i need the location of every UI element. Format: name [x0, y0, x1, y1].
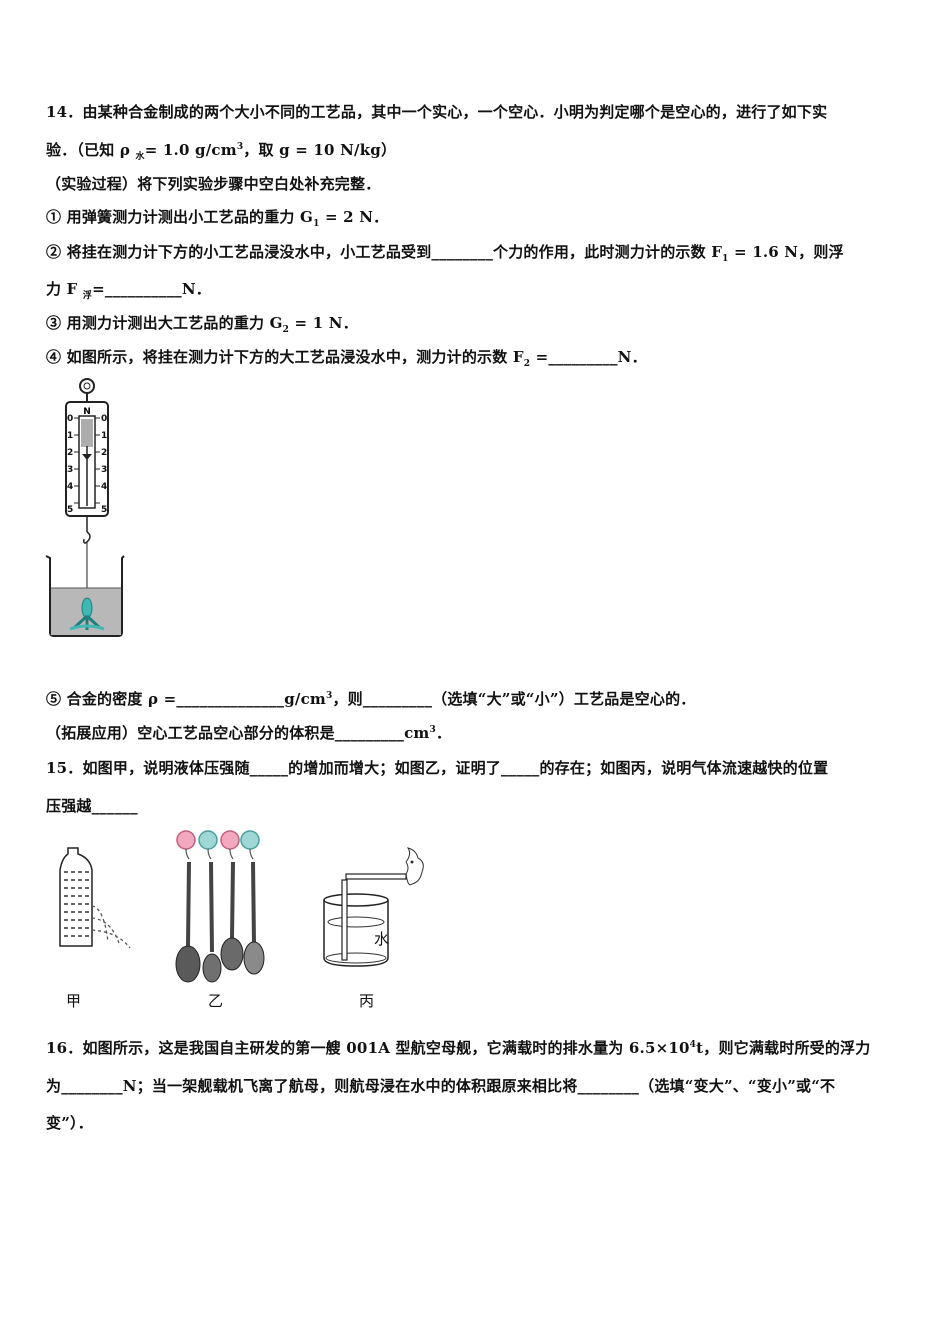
water-label: 水	[374, 930, 390, 948]
q16-line-3: 变”）．	[46, 1114, 93, 1132]
q14-line-3: （实验过程）将下列实验步骤中空白处补充完整．	[46, 175, 381, 193]
scale-tick-right-3: 3	[101, 465, 107, 475]
scale-tick-right-1: 1	[101, 431, 107, 441]
spring-scale-figure: N 0 1 2 3 4 5 0 1 2 3 4 5	[45, 378, 125, 637]
q16-line-2: 为________N；当一架舰载机飞离了航母，则航母浸在水中的体积跟原来相比将_…	[46, 1077, 836, 1095]
q14-step-2: ② 将挂在测力计下方的小工艺品浸没水中，小工艺品受到________个力的作用，…	[46, 243, 844, 264]
caption-jia: 甲	[66, 992, 82, 1010]
q14-step-3: ③ 用测力计测出大工艺品的重力 G2 = 1 N．	[46, 314, 358, 335]
q14-step-1: ① 用弹簧测力计测出小工艺品的重力 G1 = 2 N．	[46, 208, 389, 229]
q15-line-1: 15．如图甲，说明液体压强随_____的增加而增大；如图乙，证明了_____的存…	[46, 759, 829, 777]
scale-tick-left-1: 1	[67, 431, 73, 441]
q14-line-1: 14．由某种合金制成的两个大小不同的工艺品，其中一个实心，一个空心．小明为判定哪…	[46, 103, 828, 121]
q14-extension: （拓展应用）空心工艺品空心部分的体积是_________cm3．	[46, 724, 452, 742]
q14-step-4: ④ 如图所示，将挂在测力计下方的大工艺品浸没水中，测力计的示数 F2 =____…	[46, 348, 647, 369]
scale-tick-right-2: 2	[101, 448, 107, 458]
scale-unit-label: N	[83, 407, 91, 417]
scale-tick-left-3: 3	[67, 465, 73, 475]
q16-line-1: 16．如图所示，这是我国自主研发的第一艘 001A 型航空母舰，它满载时的排水量…	[46, 1039, 871, 1057]
scale-tick-left-0: 0	[67, 414, 73, 424]
q14-step-2-cont: 力 F 浮=__________N．	[46, 280, 211, 301]
q14-line-2: 验．（已知 ρ 水= 1.0 g/cm3，取 g = 10 N/kg）	[46, 141, 397, 162]
q14-step-5: ⑤ 合金的密度 ρ =______________g/cm3，则________…	[46, 690, 696, 708]
suction-hooks-figure	[175, 830, 265, 983]
scale-tick-right-0: 0	[101, 414, 107, 424]
caption-bing: 丙	[359, 992, 375, 1010]
scale-tick-left-5: 5	[67, 505, 73, 515]
caption-yi: 乙	[208, 992, 224, 1010]
scale-tick-left-2: 2	[67, 448, 73, 458]
q15-line-2: 压强越______	[46, 797, 138, 815]
bottle-figure	[59, 847, 131, 949]
scale-tick-left-4: 4	[67, 482, 73, 492]
scale-tick-right-5: 5	[101, 505, 107, 515]
scale-tick-right-4: 4	[101, 482, 107, 492]
blow-tube-figure	[323, 847, 424, 967]
